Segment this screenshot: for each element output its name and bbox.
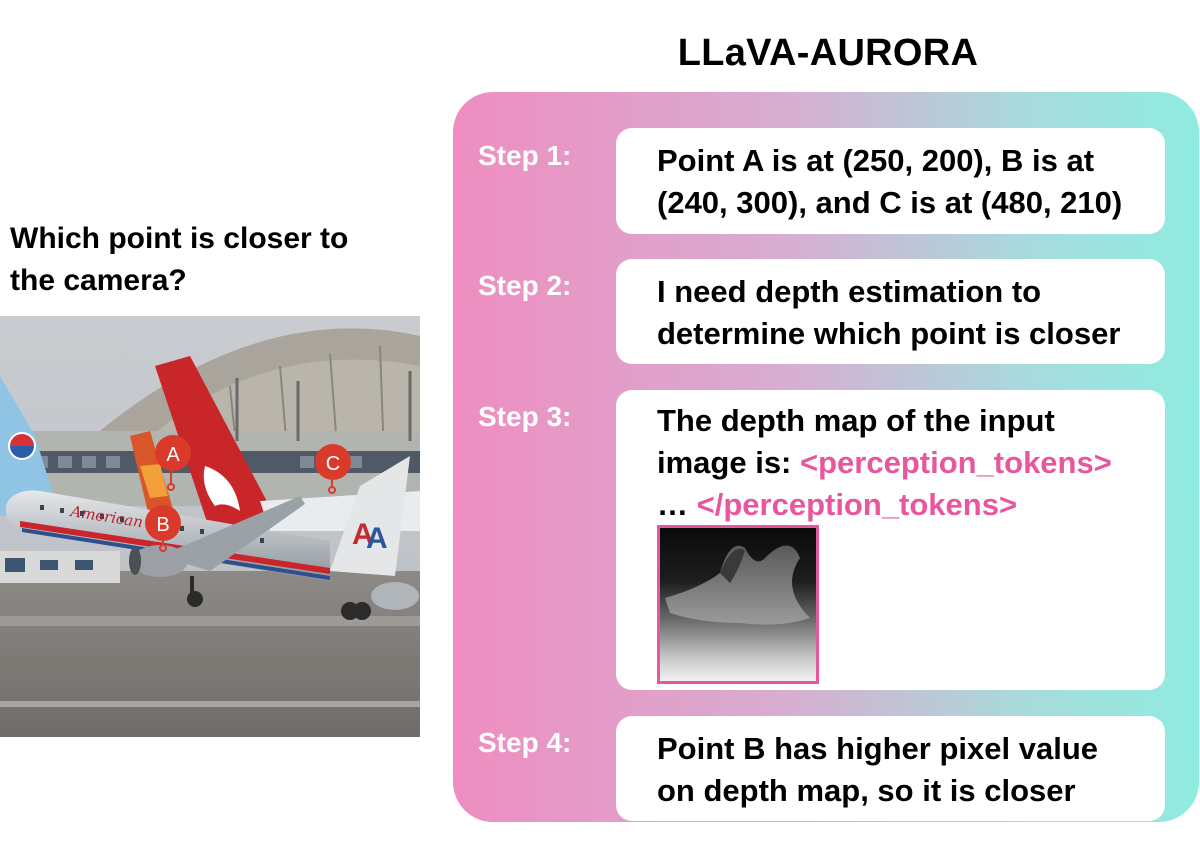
step-2-line-1: I need depth estimation to: [657, 274, 1042, 309]
step-2-box: I need depth estimation to determine whi…: [616, 259, 1165, 364]
american-wing: [160, 496, 305, 571]
point-marker-c: C: [315, 444, 351, 494]
step-1-line-2: (240, 300), and C is at (480, 210): [657, 185, 1123, 220]
landing-gear: [187, 576, 371, 620]
perception-token-close: </perception_tokens>: [696, 487, 1018, 522]
step-2-line-2: determine which point is closer: [657, 316, 1121, 351]
step-4-box: Point B has higher pixel value on depth …: [616, 716, 1165, 821]
point-label-b: B: [156, 514, 169, 536]
american-tail: [330, 456, 410, 576]
depth-map-image: [657, 525, 819, 684]
airport-scene: American A A A B: [0, 316, 420, 737]
input-image: American A A A B: [0, 316, 420, 737]
step-3-line-2-prefix: image is:: [657, 445, 800, 480]
step-3-line-1: The depth map of the input: [657, 403, 1055, 438]
step-2-label: Step 2:: [478, 270, 572, 301]
tarmac: [0, 571, 420, 737]
svg-text:A: A: [366, 522, 388, 555]
question-line-1: Which point is closer to: [10, 222, 349, 255]
svg-text:A: A: [352, 518, 374, 551]
step-3-line-3: … </perception_tokens>: [657, 484, 1155, 526]
point-label-c: C: [326, 453, 340, 475]
step-3-line-3-prefix: …: [657, 487, 697, 522]
point-marker-b: B: [145, 505, 181, 552]
perception-token-open: <perception_tokens>: [800, 445, 1112, 480]
step-4-label: Step 4:: [478, 727, 572, 758]
question-text: Which point is closer to the camera?: [10, 218, 430, 302]
step-3-label: Step 3:: [478, 401, 572, 432]
qantas-tail: [155, 356, 280, 531]
engine: [132, 545, 188, 577]
point-label-a: A: [166, 444, 180, 466]
step-1-label: Step 1:: [478, 140, 572, 171]
step-1-line-1: Point A is at (250, 200), B is at: [657, 143, 1095, 178]
depth-plane-shape: [665, 545, 810, 625]
diagram-title: LLaVA-AURORA: [677, 32, 979, 74]
step-1-box: Point A is at (250, 200), B is at (240, …: [616, 128, 1165, 234]
step-4-line-1: Point B has higher pixel value: [657, 731, 1098, 766]
kangaroo-logo: [203, 466, 240, 511]
depth-map-graphic: [660, 528, 816, 681]
point-marker-a: A: [155, 435, 191, 491]
question-line-2: the camera?: [10, 264, 187, 297]
ground-vehicles: [0, 551, 120, 583]
step-4-line-2: on depth map, so it is closer: [657, 773, 1076, 808]
step-3-line-2: image is: <perception_tokens>: [657, 442, 1155, 484]
